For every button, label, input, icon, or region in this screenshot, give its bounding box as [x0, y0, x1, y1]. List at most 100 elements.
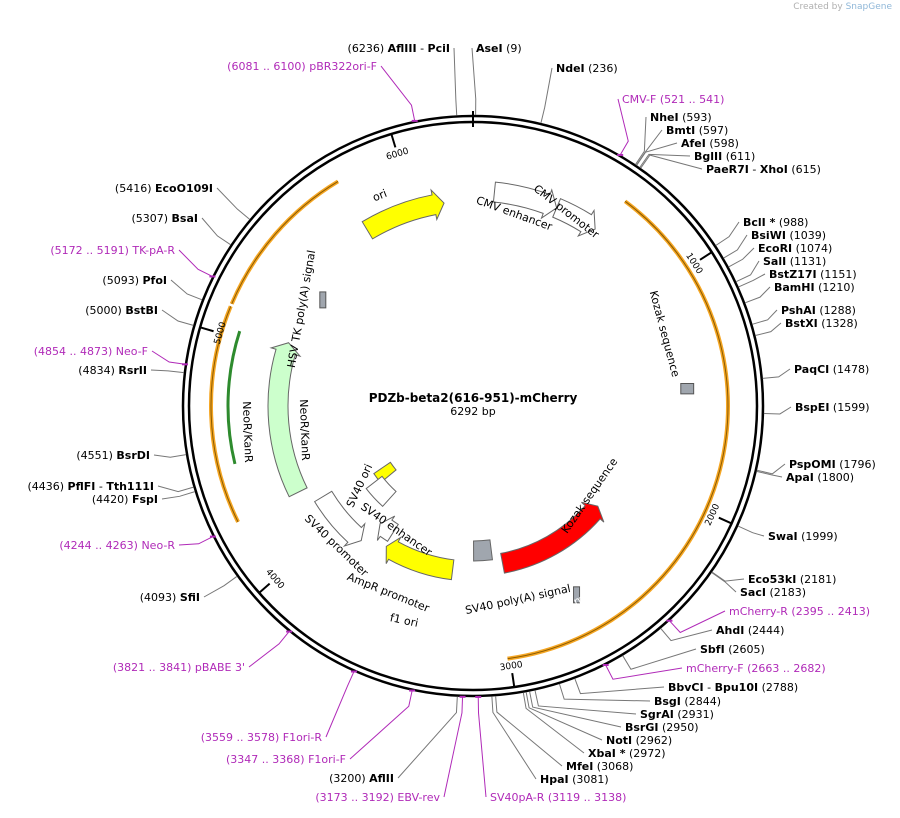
site-label: NotI (2962) [606, 734, 672, 747]
site-label: (6081 .. 6100) pBR322ori-F [227, 60, 377, 73]
orange-feature-arc-core [231, 181, 339, 305]
leader-line [723, 234, 748, 259]
site-name: SV40pA-R [490, 791, 545, 804]
site-label: SalI (1131) [763, 255, 826, 268]
feature-block [319, 291, 327, 309]
site-name: BmtI [666, 124, 695, 137]
site-label: PshAI (1288) [781, 304, 856, 317]
leader-line [529, 691, 622, 728]
site-label: (6236) AflIII - PciI [348, 42, 450, 55]
feature-sv40-promoter [313, 490, 366, 547]
site-position: (2663 .. 2682) [747, 662, 826, 675]
site-label: (4854 .. 4873) Neo-F [34, 345, 148, 358]
site-name: AfeI [681, 137, 706, 150]
site-name: BamHI [774, 281, 815, 294]
leader-line [622, 648, 697, 670]
site-name: NheI [650, 111, 679, 124]
feature-neor-kanr [267, 342, 308, 498]
orange-feature-arc-core [507, 200, 729, 660]
site-position: (2395 .. 2413) [791, 605, 870, 618]
site-label: (4244 .. 4263) Neo-R [59, 539, 175, 552]
tick-label: 4000 [263, 567, 286, 591]
site-label: BsiWI (1039) [751, 229, 826, 242]
site-label: PspOMI (1796) [789, 458, 876, 471]
leader-line [763, 406, 792, 415]
leader-line [617, 98, 629, 156]
site-label: (3559 .. 3578) F1ori-R [201, 731, 323, 744]
site-position: (3119 .. 3138) [548, 791, 627, 804]
leader-line [161, 309, 194, 326]
site-label: NdeI (236) [556, 62, 618, 75]
site-position: (5000) [85, 304, 122, 317]
leader-line [669, 610, 726, 634]
site-label: PaqCI (1478) [794, 363, 869, 376]
feature-label: ori [371, 187, 389, 204]
site-position: (2972) [629, 747, 666, 760]
leader-line [170, 279, 203, 301]
site-label: (4551) BsrDI [76, 449, 150, 462]
tick-label: 3000 [499, 660, 523, 673]
site-name: mCherry-R [729, 605, 788, 618]
site-name: ApaI [786, 471, 814, 484]
site-name: XhoI [760, 163, 788, 176]
site-name: NotI [606, 734, 632, 747]
site-name: HpaI [540, 773, 569, 786]
leader-line [574, 678, 665, 695]
site-label: BstZ17I (1151) [769, 268, 857, 281]
site-name: PciI [428, 42, 450, 55]
site-name: F1ori-R [283, 731, 323, 744]
site-name: BsrGI [625, 721, 658, 734]
leader-line [248, 631, 290, 668]
site-name: PflFI [68, 480, 96, 493]
site-position: (3821 .. 3841) [113, 661, 192, 674]
leader-line [540, 67, 553, 124]
site-position: (4854 .. 4873) [34, 345, 113, 358]
site-position: (3173 .. 3192) [315, 791, 394, 804]
site-name: PfoI [143, 274, 168, 287]
site-position: (1999) [801, 530, 838, 543]
leader-line [216, 187, 251, 220]
site-position: (1151) [820, 268, 857, 281]
feature-label: mCherry [572, 576, 621, 608]
site-position: (3559 .. 3578) [201, 731, 280, 744]
site-label: SbfI (2605) [700, 643, 765, 656]
leader-line [744, 286, 771, 304]
site-position: (2444) [748, 624, 785, 637]
site-name: SalI [763, 255, 786, 268]
site-position: (1800) [817, 471, 854, 484]
site-name: SgrAI [640, 708, 674, 721]
site-name: AseI [476, 42, 503, 55]
site-label: MfeI (3068) [566, 760, 633, 773]
site-position: (4093) [140, 591, 177, 604]
site-name: XbaI * [588, 747, 626, 760]
site-position: (4244 .. 4263) [59, 539, 138, 552]
leader-line [756, 470, 783, 478]
leader-line [157, 485, 194, 493]
site-label: SwaI (1999) [768, 530, 838, 543]
site-position: (5416) [115, 182, 152, 195]
site-position: (6081 .. 6100) [227, 60, 306, 73]
tick-mark [390, 133, 397, 148]
leader-line [660, 628, 713, 642]
site-position: (4551) [76, 449, 113, 462]
feature-label: NeoR/KanR [240, 401, 255, 463]
site-name: pBABE 3' [195, 661, 245, 674]
feature-mcherry [500, 501, 605, 574]
snapgene-brand: SnapGene [845, 2, 892, 12]
leader-line [349, 690, 413, 760]
site-name: Tth111I [106, 480, 154, 493]
leader-line [762, 368, 791, 379]
plasmid-length: 6292 bp [450, 405, 495, 418]
site-label: AseI (9) [476, 42, 522, 55]
leader-line [453, 47, 458, 116]
tick-mark [718, 516, 732, 525]
feature-block [573, 586, 581, 604]
leader-line [756, 463, 786, 475]
site-label: BamHI (1210) [774, 281, 855, 294]
site-name: BstXI [785, 317, 818, 330]
site-name: EBV-rev [397, 791, 440, 804]
site-name: SfiI [180, 591, 200, 604]
neo-primer-arc [226, 330, 242, 465]
feature-label: NeoR/KanR [297, 399, 312, 461]
site-position: (3200) [329, 772, 366, 785]
